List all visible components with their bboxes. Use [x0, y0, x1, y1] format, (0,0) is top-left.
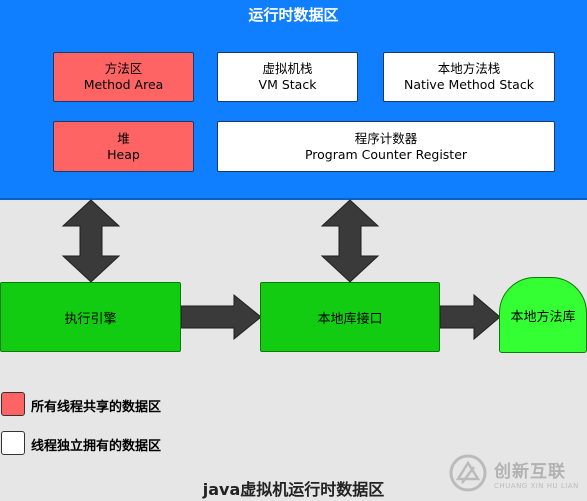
native-interface-box: 本地库接口 [260, 282, 440, 352]
heap-cn-label: 堆 [117, 130, 130, 146]
program-counter-box: 程序计数器 Program Counter Register [217, 121, 555, 172]
vm-stack-en-label: VM Stack [258, 77, 317, 92]
native-method-stack-en-label: Native Method Stack [404, 77, 534, 92]
execution-engine-label: 执行引擎 [64, 311, 117, 327]
legend-private-label: 线程独立拥有的数据区 [31, 439, 162, 454]
heap-en-label: Heap [107, 146, 140, 162]
heap-box: 堆 Heap [53, 121, 194, 172]
watermark-en-text: CHUANG XIN HU LIAN [494, 481, 579, 490]
diagram-caption: java虚拟机运行时数据区 [202, 480, 385, 499]
runtime-data-area-title: 运行时数据区 [248, 6, 339, 24]
watermark: 创新互联 CHUANG XIN HU LIAN [448, 450, 583, 496]
watermark-cn-text: 创新互联 [494, 461, 566, 482]
native-method-stack-box: 本地方法栈 Native Method Stack [383, 52, 555, 102]
interface-to-library-arrow [439, 293, 501, 341]
method-area-box: 方法区 Method Area [53, 52, 194, 102]
legend-shared-swatch [1, 392, 25, 416]
legend-private-swatch [1, 431, 25, 455]
watermark-logo-icon [449, 454, 487, 492]
vm-stack-cn-label: 虚拟机栈 [262, 61, 313, 76]
program-counter-en-label: Program Counter Register [304, 146, 468, 162]
native-interface-label: 本地库接口 [317, 311, 383, 327]
native-library-box: 本地方法库 [499, 277, 587, 353]
legend-shared-label: 所有线程共享的数据区 [31, 400, 162, 415]
method-area-en-label: Method Area [83, 77, 164, 92]
native-library-label: 本地方法库 [510, 309, 576, 325]
execution-engine-box: 执行引擎 [0, 282, 181, 352]
engine-runtime-double-arrow [61, 199, 121, 283]
program-counter-cn-label: 程序计数器 [354, 130, 418, 146]
method-area-cn-label: 方法区 [104, 61, 143, 76]
vm-stack-box: 虚拟机栈 VM Stack [217, 52, 358, 102]
interface-runtime-double-arrow [320, 199, 380, 283]
native-method-stack-cn-label: 本地方法栈 [437, 61, 501, 76]
engine-to-interface-arrow [180, 293, 262, 341]
